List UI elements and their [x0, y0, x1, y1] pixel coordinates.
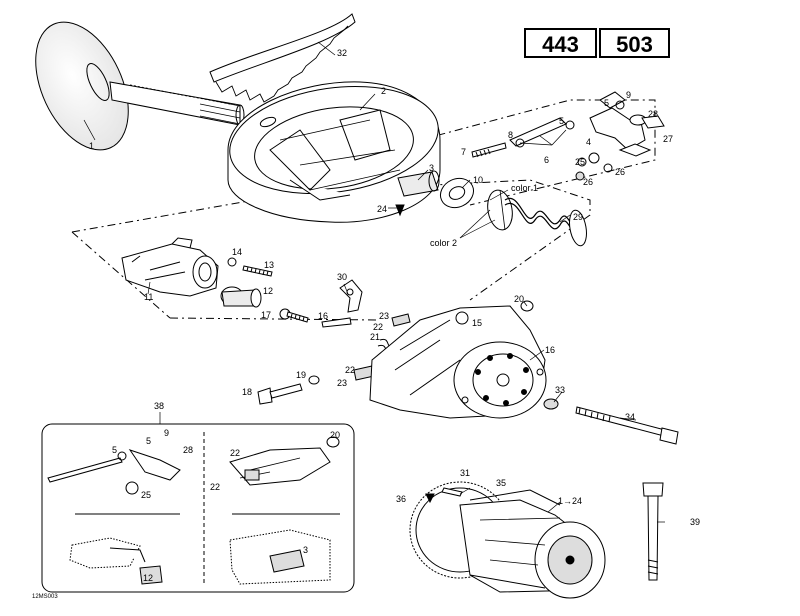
bushing-part-12 [220, 286, 262, 308]
callout-1-to-24: 1→24 [558, 496, 583, 506]
figure-code: 12MS003 [32, 594, 58, 600]
inset-callout-22b: 22 [210, 482, 221, 492]
inset-box-part-38 [41, 423, 355, 593]
callout-16a: 16 [318, 311, 329, 321]
callout-23b: 23 [337, 378, 348, 388]
inset-callout-3: 3 [303, 545, 309, 555]
label-color-1: color 1 [511, 183, 539, 193]
screw-part-17 [279, 308, 309, 323]
callout-38: 38 [154, 401, 165, 411]
inset-callout-28: 28 [183, 445, 194, 455]
inset-callout-5b: 5 [146, 436, 152, 446]
callout-5a: 5 [559, 116, 565, 126]
callout-20: 20 [514, 294, 525, 304]
callout-23a: 23 [379, 311, 390, 321]
leader-lines [83, 41, 665, 523]
callout-31: 31 [460, 468, 471, 478]
rivet-part-31 [441, 487, 463, 497]
inset-callout-22a: 22 [230, 448, 241, 458]
bolt-part-18 [257, 383, 303, 405]
washer-part-33 [543, 398, 559, 410]
callout-1: 1 [89, 141, 95, 151]
washer-part-19 [308, 375, 320, 385]
dashed-outline-upper [419, 99, 656, 206]
callout-6: 6 [544, 155, 550, 165]
hub-part-16 [453, 341, 547, 419]
callout-34: 34 [625, 412, 636, 422]
movable-sheave-part-2 [227, 81, 441, 223]
callout-5b: 5 [604, 98, 610, 108]
callout-19: 19 [296, 370, 307, 380]
pin-part-16 [321, 317, 352, 328]
callout-4: 4 [586, 137, 592, 147]
callout-39: 39 [690, 517, 701, 527]
screw-part-36 [425, 493, 435, 504]
drive-pulley-part-1-24 [459, 489, 606, 599]
callout-12: 12 [263, 286, 274, 296]
callout-7: 7 [461, 147, 467, 157]
callout-28: 28 [648, 109, 659, 119]
inset-callout-25: 25 [141, 490, 152, 500]
callout-26b: 26 [615, 167, 626, 177]
dashed-outline-middle-left [71, 231, 171, 319]
callout-18: 18 [242, 387, 253, 397]
callout-27: 27 [663, 134, 674, 144]
seal-part-10 [439, 177, 475, 209]
bolt-part-39 [642, 482, 664, 581]
screw-part-13 [242, 265, 273, 277]
callout-32: 32 [337, 48, 348, 58]
label-color-2: color 2 [430, 238, 458, 248]
callout-35: 35 [496, 478, 507, 488]
roller-arm-assembly [471, 91, 665, 181]
model-badge-503: 503 [599, 28, 670, 58]
inset-callout-5a: 5 [112, 445, 118, 455]
bolt-part-34 [575, 406, 679, 445]
callout-2: 2 [381, 86, 387, 96]
callout-11: 11 [144, 292, 154, 302]
callout-10: 10 [473, 175, 484, 185]
callout-33: 33 [555, 385, 566, 395]
spider-part-11 [121, 237, 219, 297]
spring-part-29 [487, 189, 587, 247]
model-badge-443: 443 [524, 28, 597, 58]
callout-21: 21 [370, 332, 381, 342]
callout-15: 15 [472, 318, 483, 328]
callout-14: 14 [232, 247, 243, 257]
callout-8: 8 [508, 130, 514, 140]
lever-part-30 [339, 279, 363, 313]
nut-part-14 [227, 257, 237, 267]
callout-22a: 22 [373, 322, 384, 332]
callout-26a: 26 [583, 177, 594, 187]
callout-30: 30 [337, 272, 348, 282]
callout-3: 3 [429, 163, 435, 173]
callout-13: 13 [264, 260, 275, 270]
shoes-part-22-23 [353, 313, 411, 381]
bushing-part-3 [397, 170, 440, 197]
callout-36: 36 [396, 494, 407, 504]
fixed-sheave-part-1 [35, 21, 245, 151]
inset-callout-9: 9 [164, 428, 170, 438]
callout-9: 9 [626, 90, 632, 100]
inset-callout-12: 12 [143, 573, 154, 583]
callout-22b: 22 [345, 365, 356, 375]
drive-belt-part-32 [209, 13, 356, 103]
callout-16b: 16 [545, 345, 556, 355]
inset-callout-20: 20 [330, 430, 341, 440]
callout-24: 24 [377, 204, 388, 214]
callout-29: 29 [573, 212, 584, 222]
callout-17: 17 [261, 310, 272, 320]
screw-part-24 [395, 204, 405, 217]
callout-25: 25 [575, 157, 586, 167]
